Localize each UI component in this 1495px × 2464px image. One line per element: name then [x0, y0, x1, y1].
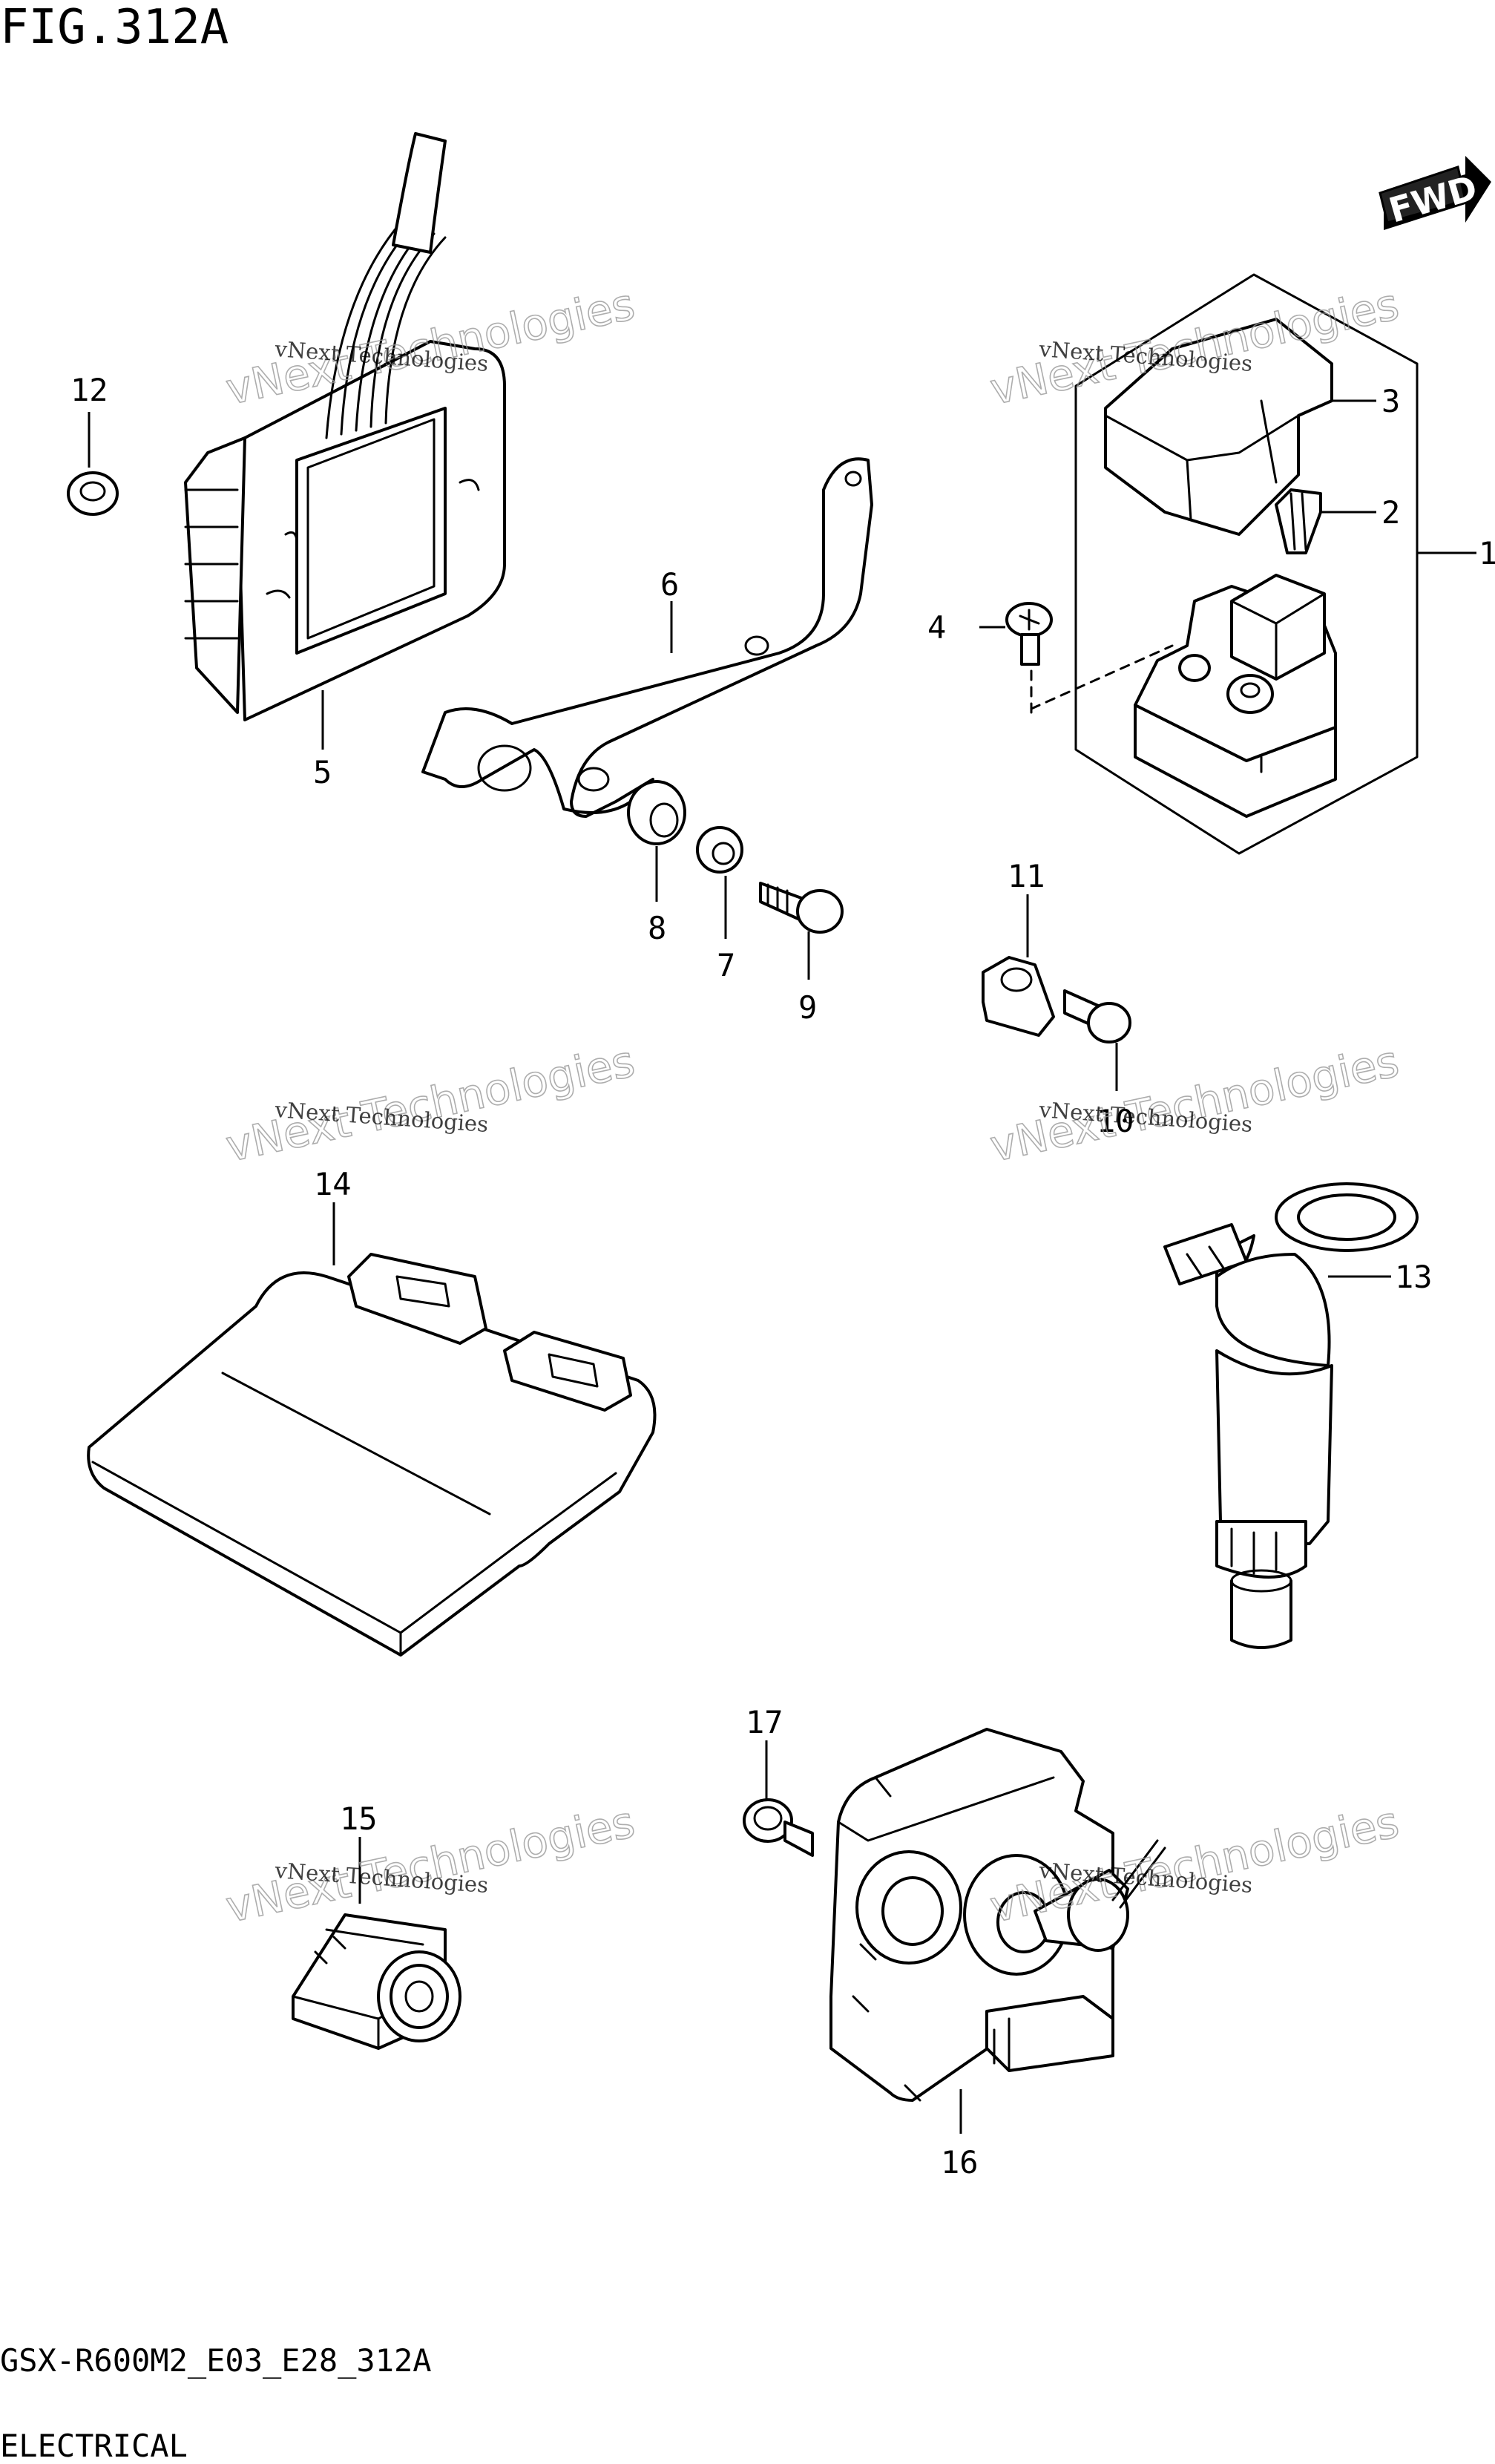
callout-5: 5	[313, 754, 332, 790]
part-12-nut[interactable]	[67, 471, 119, 516]
callout-1: 1	[1479, 535, 1495, 571]
part-11-clamp[interactable]	[982, 956, 1055, 1037]
callout-2: 2	[1381, 494, 1400, 531]
fwd-arrow-icon: FWD	[1379, 156, 1491, 231]
callout-3: 3	[1381, 383, 1400, 419]
model-code: GSX-R600M2_E03_E28_312A	[0, 2342, 432, 2379]
figure-title: FIG.312A	[0, 0, 229, 55]
part-16-actuator[interactable]	[829, 1728, 1166, 2102]
callout-4: 4	[927, 609, 946, 646]
part-8-grommet[interactable]	[627, 780, 686, 845]
watermark-4: vNext Technologies vNext Technologies	[985, 1035, 1404, 1173]
part-5-regulator[interactable]	[184, 132, 506, 721]
part-9-bolt[interactable]	[759, 882, 844, 934]
callout-7: 7	[717, 947, 735, 983]
part-14-ecm[interactable]	[87, 1253, 657, 1657]
callout-9: 9	[798, 989, 817, 1026]
callout-8: 8	[648, 910, 666, 946]
section-name: ELECTRICAL	[0, 2428, 188, 2464]
callout-6: 6	[660, 566, 679, 603]
watermark-5: vNext Technologies vNext Technologies	[221, 1796, 640, 1933]
part-4-screw[interactable]	[1005, 602, 1053, 666]
callout-14: 14	[314, 1166, 352, 1202]
callout-10: 10	[1097, 1103, 1134, 1139]
part-15-sensor[interactable]	[292, 1913, 461, 2050]
callout-15: 15	[340, 1801, 378, 1837]
callout-12: 12	[70, 372, 108, 408]
part-7-collar[interactable]	[696, 826, 743, 874]
watermark-3: vNext Technologies vNext Technologies	[221, 1035, 640, 1173]
part-17-bolt[interactable]	[743, 1798, 814, 1857]
part-10-bolt[interactable]	[1063, 989, 1131, 1043]
part-13-ignition-coil[interactable]	[1163, 1182, 1419, 1649]
callout-16: 16	[941, 2144, 979, 2180]
callout-11: 11	[1008, 858, 1045, 894]
callout-13: 13	[1395, 1259, 1433, 1295]
part-1-relay-group[interactable]	[1074, 273, 1419, 855]
callout-17: 17	[746, 1704, 783, 1740]
part-6-bracket[interactable]	[421, 457, 873, 818]
